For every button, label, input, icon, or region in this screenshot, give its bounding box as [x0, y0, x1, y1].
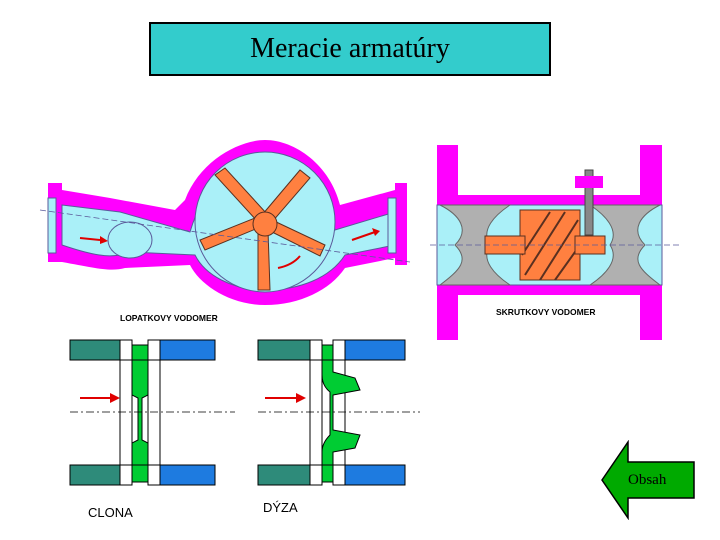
caption-clona: CLONA: [88, 505, 133, 520]
skrutkovy-vodomer-drawing: [430, 145, 680, 340]
caption-lopatkovy: LOPATKOVY VODOMER: [120, 313, 218, 323]
lopatkovy-vodomer-drawing: [39, 140, 411, 305]
back-button-label: Obsah: [628, 472, 667, 488]
caption-skrutkovy: SKRUTKOVY VODOMER: [496, 307, 596, 317]
title-box: Meracie armatúry: [149, 22, 551, 76]
left-arrow-icon: [601, 440, 695, 520]
back-to-contents-button[interactable]: Obsah: [600, 440, 696, 520]
caption-dyza: DÝZA: [263, 500, 298, 515]
slide-title: Meracie armatúry: [250, 33, 450, 64]
dyza-drawing: [257, 339, 420, 486]
clona-drawing: [69, 339, 235, 486]
